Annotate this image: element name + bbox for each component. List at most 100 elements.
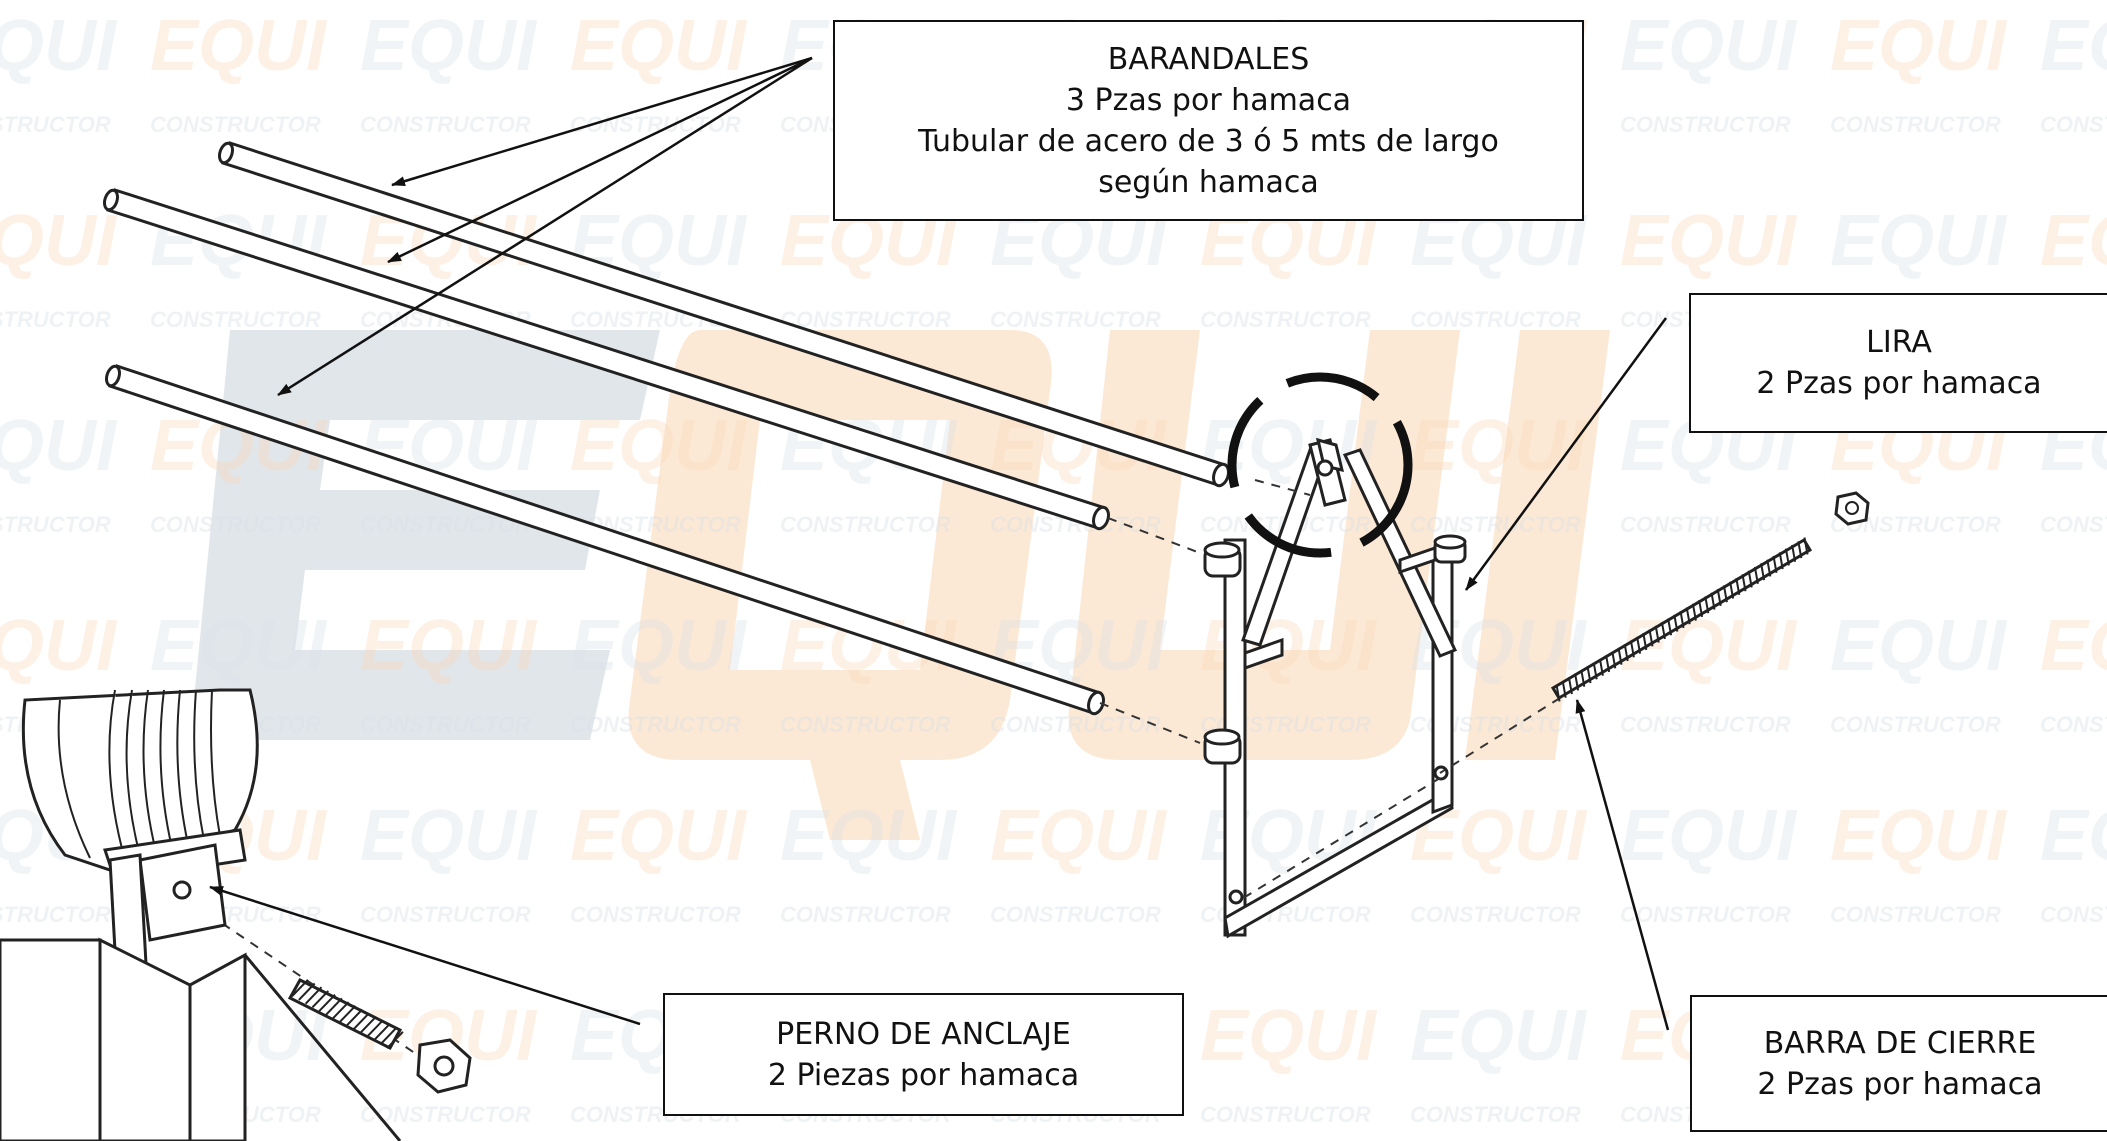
thread-mark [1753, 566, 1759, 584]
watermark-subtitle-text: CONSTRUCTOR [360, 112, 531, 137]
watermark-brand-text: EQUI [0, 6, 118, 86]
watermark-subtitle-text: CONSTRUCTOR [2040, 112, 2107, 137]
watermark-subtitle-text: CONSTRUCTOR [1620, 712, 1791, 737]
thread-mark [1580, 669, 1586, 687]
watermark-brand-text: EQUI [570, 606, 748, 686]
anchor-hole [172, 880, 192, 900]
thread-mark [325, 997, 343, 1016]
rail-middle [103, 188, 1110, 531]
watermark-subtitle-text: CONSTRUCTOR [1830, 902, 2001, 927]
watermark-brand-text: EQUI [150, 606, 328, 686]
watermark-subtitle-text: CONSTRUCTOR [570, 712, 741, 737]
watermark-brand-text: EQUI [1200, 996, 1378, 1076]
rail-tubes [103, 141, 1230, 716]
thread-mark [1691, 603, 1697, 621]
arrow-barra [1575, 699, 1670, 1031]
watermark-brand-text: EQUI [780, 796, 958, 876]
watermark-subtitle-text: CONSTRUCTOR [2040, 902, 2107, 927]
watermark-brand-text: EQUI [570, 796, 748, 876]
watermark-subtitle-text: CONSTRUCTOR [150, 512, 321, 537]
thread-mark [318, 993, 336, 1012]
watermark-subtitle-text: CONSTRUCTOR [360, 712, 531, 737]
watermark-brand-text: EQUI [1830, 6, 2008, 86]
thread-mark [1617, 647, 1623, 665]
thread-mark [1605, 655, 1611, 673]
watermark-brand-text: EQUI [0, 406, 118, 486]
thread-mark [1735, 577, 1741, 596]
watermark-subtitle-text: CONSTRUCTOR [780, 712, 951, 737]
watermark-subtitle-text: CONSTRUCTOR [360, 1102, 531, 1127]
barra-quantity: 2 Pzas por hamaca [1757, 1066, 2043, 1102]
thread-mark [379, 1027, 397, 1046]
watermark-subtitle-text: CONSTRUCTOR [150, 112, 321, 137]
watermark-subtitle-text: CONSTRUCTOR [990, 712, 1161, 737]
thread-mark [359, 1016, 377, 1035]
arrow-perno [209, 885, 641, 1026]
watermark-subtitle-text: CONSTRUCTOR [1410, 902, 1581, 927]
lira-right-brace [1342, 448, 1458, 658]
thread-mark [1567, 677, 1573, 695]
watermark-brand-text: EQUI [1830, 201, 2008, 281]
watermark-brand-text: EQUI [1830, 606, 2008, 686]
watermark-brand-text: EQUI [150, 6, 328, 86]
thread-mark [366, 1019, 384, 1038]
watermark-brand-text: EQUI [360, 606, 538, 686]
thread-mark [1623, 643, 1629, 662]
thread-mark [1784, 548, 1790, 566]
closing-bar [1550, 491, 1870, 702]
thread-mark [1673, 614, 1679, 632]
watermark-brand-text: EQUI [990, 796, 1168, 876]
watermark-subtitle-text: CONSTRUCTOR [1830, 712, 2001, 737]
lira-quantity: 2 Pzas por hamaca [1756, 366, 2042, 401]
thread-mark [1586, 666, 1592, 684]
thread-mark [1698, 599, 1704, 618]
thread-mark [372, 1023, 391, 1042]
arrow-rail-bottom [277, 56, 813, 397]
thread-mark [1561, 680, 1567, 698]
watermark-brand-text: EQUI [2040, 606, 2107, 686]
watermark-subtitle-text: CONSTRUCTOR [1620, 902, 1791, 927]
lira-gusset-left [1243, 637, 1284, 671]
watermark-subtitle-text: CONSTRUCTOR [1410, 307, 1581, 332]
lira-frame [1203, 437, 1467, 939]
leader-arrows [209, 56, 1670, 1031]
watermark-brand-text: EQUI [2040, 6, 2107, 86]
thread-mark [1710, 592, 1716, 610]
thread-mark [291, 979, 309, 997]
watermark-subtitle-text: CONSTRUCTOR [360, 902, 531, 927]
watermark-subtitle-text: CONSTRUCTOR [1200, 307, 1371, 332]
watermark-brand-text: EQUI [0, 606, 118, 686]
watermark-subtitle-text: CONSTRUCTOR [1410, 512, 1581, 537]
thread-mark [311, 990, 329, 1009]
barandales-quantity: 3 Pzas por hamaca [1065, 82, 1352, 118]
thread-mark [1636, 636, 1642, 654]
watermark-brand-text: EQUI [2040, 201, 2107, 281]
thread-mark [1654, 625, 1660, 643]
barandales-description: Tubular de acero de 3 ó 5 mts de largo [918, 123, 1499, 159]
watermark-subtitle-text: CONSTRUCTOR [990, 902, 1161, 927]
thread-mark [1741, 574, 1747, 592]
watermark-subtitle-text: CONSTRUCTOR [150, 307, 321, 332]
watermark-subtitle-text: CONSTRUCTOR [0, 307, 111, 332]
thread-mark [1667, 618, 1673, 636]
watermark-brand-text: EQUI [570, 406, 748, 486]
label-barra: BARRA DE CIERRE 2 Pzas por hamaca [1690, 995, 2107, 1132]
watermark-brand-text: EQUI [2040, 796, 2107, 876]
thread-mark [1747, 570, 1753, 588]
watermark-subtitle-text: CONSTRUCTOR [990, 307, 1161, 332]
thread-mark [1791, 544, 1797, 562]
closing-bar-nut [1834, 491, 1870, 526]
perno-title: PERNO DE ANCLAJE [776, 1016, 1071, 1052]
thread-mark [304, 986, 323, 1005]
thread-mark [386, 1031, 404, 1049]
lira-title: LIRA [1866, 325, 1932, 360]
thread-mark [1722, 585, 1728, 603]
lira-bottom-bar [1223, 787, 1454, 939]
rail-bottom [105, 364, 1105, 716]
lira-top-hole [1316, 459, 1334, 477]
watermark-brand-text: EQUI [570, 6, 748, 86]
thread-mark [1716, 588, 1722, 607]
watermark-subtitle-text: CONSTRUCTOR [780, 512, 951, 537]
watermark-subtitle-text: CONSTRUCTOR [0, 112, 111, 137]
